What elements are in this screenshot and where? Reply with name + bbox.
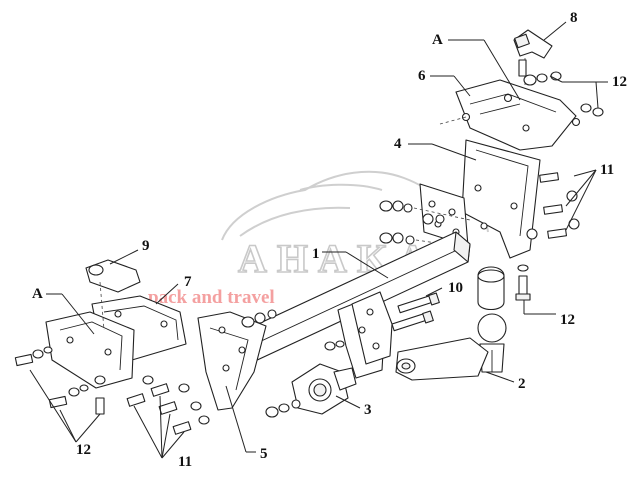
callout-6: 6 bbox=[418, 68, 426, 84]
callout-12-top: 12 bbox=[612, 74, 627, 90]
callout-12-bottom-right: 12 bbox=[560, 312, 575, 328]
callout-10: 10 bbox=[448, 280, 463, 296]
callout-1: 1 bbox=[312, 246, 320, 262]
socket-plate-3 bbox=[291, 340, 357, 415]
mounting-plate-6 bbox=[439, 79, 581, 151]
tow-ball bbox=[477, 266, 507, 373]
bracket-9 bbox=[85, 259, 141, 331]
bolt-12-lower-right bbox=[515, 264, 531, 301]
watermark-tagline: pack and travel bbox=[148, 287, 275, 308]
callout-labels: 8 A 12 6 4 11 12 1 10 2 3 5 7 9 A 12 11 bbox=[32, 10, 627, 470]
side-arm-5 bbox=[197, 311, 267, 411]
bolts-10 bbox=[391, 292, 440, 332]
callout-5: 5 bbox=[260, 446, 268, 462]
callout-2: 2 bbox=[518, 376, 526, 392]
fastener-group-right bbox=[379, 200, 471, 249]
bolts-11-right bbox=[526, 172, 580, 240]
callout-a-left: A bbox=[32, 286, 43, 302]
beam-bracket-plates bbox=[337, 291, 393, 379]
leader-lines bbox=[29, 21, 608, 459]
fasteners-12-top bbox=[518, 59, 604, 117]
side-arm-4 bbox=[461, 139, 541, 259]
callout-a-top: A bbox=[432, 32, 443, 48]
callout-8: 8 bbox=[570, 10, 578, 26]
callout-12-left: 12 bbox=[76, 442, 91, 458]
callout-9: 9 bbox=[142, 238, 150, 254]
mounting-plate-left bbox=[45, 311, 135, 389]
callout-11-left: 11 bbox=[178, 454, 192, 470]
bolts-12-left bbox=[14, 346, 106, 415]
callout-4: 4 bbox=[394, 136, 402, 152]
callout-11-right: 11 bbox=[600, 162, 614, 178]
callout-7: 7 bbox=[184, 274, 192, 290]
fastener-group-left bbox=[241, 309, 301, 418]
callout-3: 3 bbox=[364, 402, 372, 418]
tow-neck-2 bbox=[395, 337, 489, 381]
